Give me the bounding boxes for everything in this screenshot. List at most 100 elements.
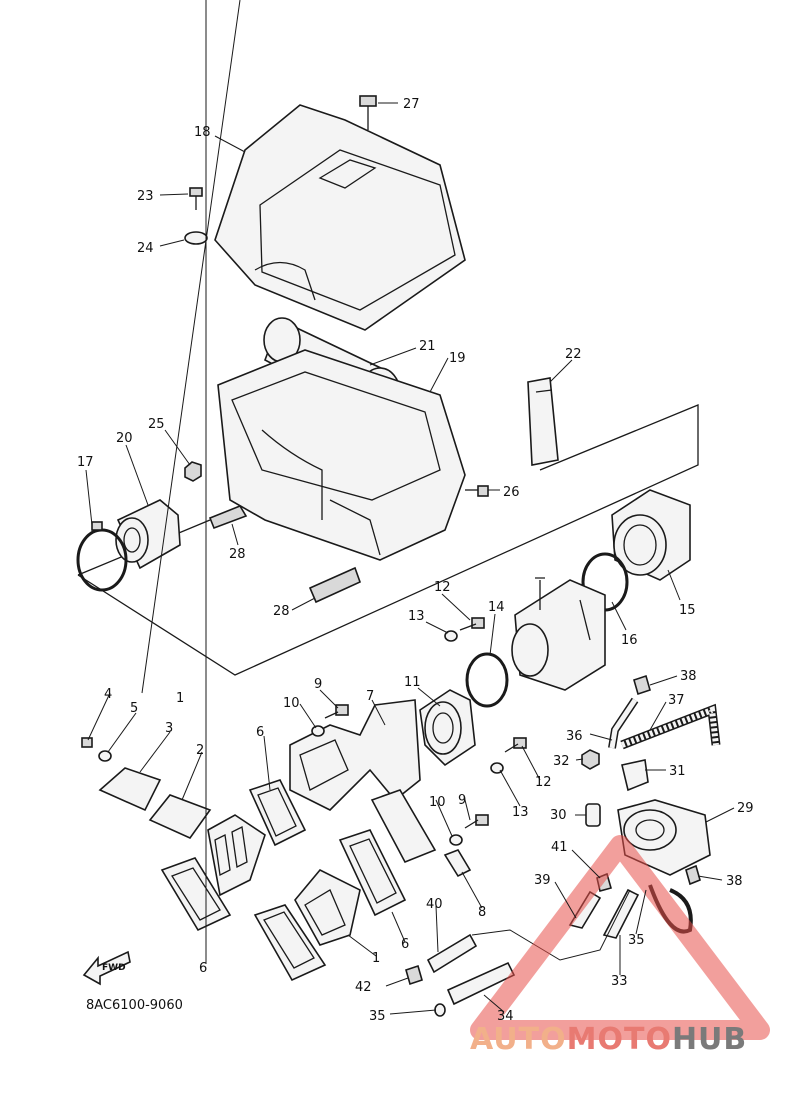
callout-38a: 38 — [680, 669, 697, 684]
route-line — [471, 889, 631, 961]
fitting-38-lower — [685, 864, 701, 886]
callout-6a: 6 — [256, 725, 264, 740]
clip-35-lower — [434, 1003, 446, 1017]
callout-32: 32 — [553, 754, 570, 769]
callout-20: 20 — [116, 431, 133, 446]
callout-34: 34 — [497, 1009, 514, 1024]
collar-30 — [585, 803, 601, 827]
fitting-38-upper — [633, 674, 651, 696]
callout-28b: 28 — [273, 604, 290, 619]
callout-1a: 1 — [176, 691, 184, 706]
callout-14: 14 — [488, 600, 505, 615]
joint-20 — [115, 499, 181, 570]
bolt-9-upper — [324, 704, 349, 719]
nut-32 — [581, 749, 600, 770]
fitting-42 — [405, 964, 423, 986]
callout-24: 24 — [137, 241, 154, 256]
callout-8: 8 — [478, 905, 486, 920]
watermark-triangle — [470, 835, 770, 1040]
callout-10b: 10 — [429, 795, 446, 810]
callout-27: 27 — [403, 97, 420, 112]
gasket-6-upper — [248, 779, 307, 847]
reed-valve-1-upper — [207, 814, 266, 897]
bolt-12-lower — [504, 737, 527, 753]
callout-4: 4 — [104, 687, 112, 702]
plate-28b — [308, 566, 362, 604]
svg-text:FWD: FWD — [102, 963, 126, 973]
callout-25: 25 — [148, 417, 165, 432]
callout-29: 29 — [737, 801, 754, 816]
callout-9b: 9 — [458, 793, 466, 808]
callout-35a: 35 — [628, 933, 645, 948]
callout-28a: 28 — [229, 547, 246, 562]
part-code: 8AC6100-9060 — [86, 998, 183, 1013]
callout-2: 2 — [196, 743, 204, 758]
bolt-9-lower — [464, 814, 489, 829]
screw-4 — [81, 737, 93, 748]
plate-28a — [208, 505, 248, 530]
callout-1b: 1 — [372, 951, 380, 966]
callout-6c: 6 — [199, 961, 207, 976]
callout-40: 40 — [426, 897, 443, 912]
hose-37-inner — [620, 705, 719, 748]
washer-13-upper — [444, 630, 458, 642]
callout-31: 31 — [669, 764, 686, 779]
callout-12a: 12 — [434, 580, 451, 595]
carburetor-14 — [511, 577, 606, 691]
callout-30: 30 — [550, 808, 567, 823]
callout-7: 7 — [366, 689, 374, 704]
carb-joint-15 — [611, 489, 691, 581]
callout-33: 33 — [611, 974, 628, 989]
airbox-lid — [214, 104, 466, 331]
manifold-11 — [419, 689, 476, 767]
leader-lines — [85, 0, 735, 1015]
filter-element-22 — [527, 377, 559, 466]
manifold-7 — [289, 699, 421, 811]
callout-41: 41 — [551, 840, 568, 855]
grommet-24 — [184, 231, 208, 245]
nut-25 — [184, 461, 202, 482]
bolt-27 — [359, 95, 377, 130]
reed-petal-3 — [98, 767, 162, 812]
callout-11: 11 — [404, 675, 421, 690]
clamp-17 — [76, 521, 128, 592]
callout-15: 15 — [679, 603, 696, 618]
bolt-23 — [189, 187, 203, 210]
reed-petal-2 — [148, 794, 212, 839]
gasket-6-lower-left — [160, 857, 232, 932]
callout-12b: 12 — [535, 775, 552, 790]
washer-10-lower — [449, 834, 463, 846]
gasket-6-lower-mid — [253, 904, 327, 982]
hose-40 — [426, 933, 478, 974]
airbox-case — [217, 349, 466, 561]
callout-39: 39 — [534, 873, 551, 888]
callout-labels: 27 18 23 24 21 19 22 25 20 17 26 28 28 1… — [77, 97, 754, 1024]
callout-42: 42 — [355, 980, 372, 995]
callout-36: 36 — [566, 729, 583, 744]
watermark-word-hub: HUB — [671, 1022, 748, 1057]
pipe-36-inner — [609, 698, 638, 749]
watermark-word-auto: AUTO — [470, 1022, 567, 1057]
bracket-31 — [621, 759, 649, 792]
washer-5 — [98, 750, 112, 762]
callout-38b: 38 — [726, 874, 743, 889]
callout-16: 16 — [621, 633, 638, 648]
reed-valve-1-lower — [294, 869, 361, 946]
gasket-6-right — [338, 829, 407, 917]
callout-13a: 13 — [408, 609, 425, 624]
callout-9a: 9 — [314, 677, 322, 692]
watermark-text: AUTOMOTOHUB — [470, 1022, 747, 1057]
callout-21: 21 — [419, 339, 436, 354]
callout-6b: 6 — [401, 937, 409, 952]
clip-8 — [443, 849, 472, 878]
fwd-arrow: FWD — [82, 950, 131, 986]
callout-3: 3 — [165, 721, 173, 736]
callout-22: 22 — [565, 347, 582, 362]
bolt-12-upper — [459, 617, 485, 631]
callout-37: 37 — [668, 693, 685, 708]
clamp-14 — [465, 652, 509, 708]
callout-26: 26 — [503, 485, 520, 500]
callout-10a: 10 — [283, 696, 300, 711]
callout-23: 23 — [137, 189, 154, 204]
